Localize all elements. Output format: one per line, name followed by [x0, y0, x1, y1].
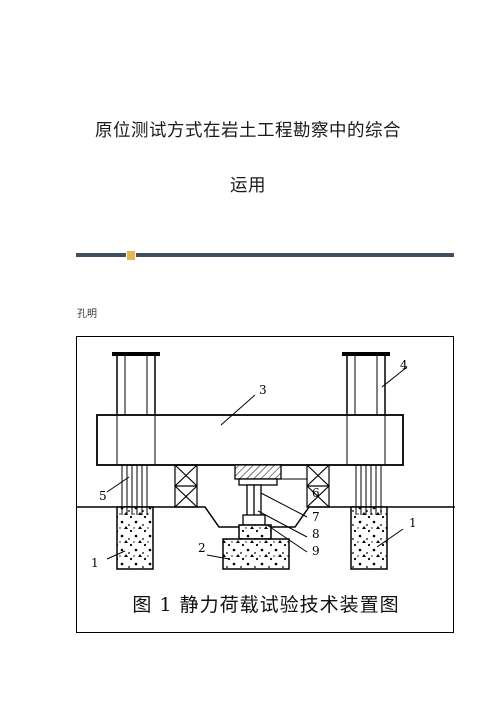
label-9: 9 — [312, 544, 320, 558]
jack-assembly — [234, 464, 282, 526]
label-1-right: 1 — [409, 516, 417, 530]
leader-lines — [106, 366, 408, 560]
author-name: 孔明 — [77, 309, 97, 320]
label-7: 7 — [312, 510, 320, 524]
label-8: 8 — [312, 527, 320, 541]
figure-drawing: 3 4 5 1 2 6 7 8 9 1 — [77, 352, 455, 570]
divider-badge-icon — [126, 250, 136, 261]
label-4: 4 — [400, 358, 408, 372]
figure-static-load-test: 3 4 5 1 2 6 7 8 9 1 图 1 静力荷载试验技术装置图 — [76, 336, 455, 633]
cross-brace-left — [174, 464, 198, 508]
label-3: 3 — [259, 383, 267, 397]
label-5: 5 — [99, 489, 107, 503]
test-footing — [222, 524, 290, 570]
document-title-line-2: 运用 — [230, 176, 266, 196]
label-6: 6 — [312, 486, 320, 500]
main-beam — [96, 414, 404, 466]
figure-caption: 图 1 静力荷载试验技术装置图 — [132, 594, 400, 616]
label-2: 2 — [198, 541, 206, 555]
label-1-left: 1 — [91, 556, 99, 570]
section-divider — [76, 253, 454, 257]
document-title-line-1: 原位测试方式在岩土工程勘察中的综合 — [95, 121, 401, 141]
cross-brace-right — [306, 464, 330, 508]
